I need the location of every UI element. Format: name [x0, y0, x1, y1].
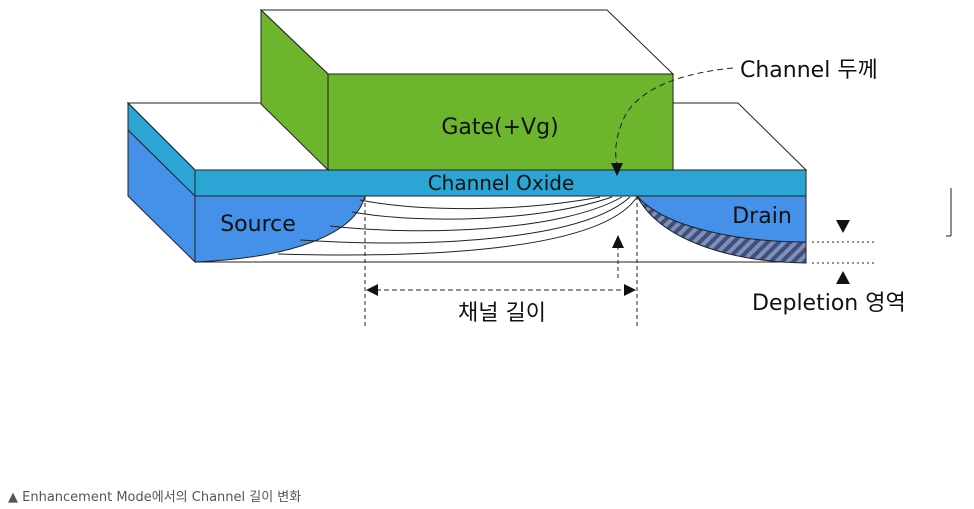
channel-thickness-label: Channel 두께	[740, 58, 878, 83]
field-arc	[359, 196, 601, 210]
mosfet-channel-diagram: Gate(+Vg) Channel Oxide Source Drain Cha…	[126, 8, 952, 326]
depletion-top-arrowhead	[836, 220, 850, 233]
field-arc	[351, 196, 613, 220]
drain-label: Drain	[732, 204, 792, 229]
source-region	[194, 195, 366, 263]
gate-label: Gate(+Vg)	[441, 115, 558, 140]
channel-length-left-arrowhead	[366, 284, 378, 296]
dimension-guides	[364, 67, 952, 326]
channel-length-label: 채널 길이	[458, 301, 546, 326]
drain-region	[635, 195, 807, 243]
figure-caption: ▲ Enhancement Mode에서의 Channel 길이 변화	[8, 486, 301, 505]
channel-depth-arrowhead	[612, 235, 624, 248]
source-label: Source	[220, 212, 296, 237]
channel-length-right-arrowhead	[624, 284, 636, 296]
arrow-heads	[366, 163, 850, 296]
oxide-label: Channel Oxide	[428, 171, 575, 195]
depletion-bottom-arrowhead	[836, 271, 850, 284]
field-arc	[277, 196, 638, 256]
depletion-label: Depletion 영역	[752, 291, 906, 316]
channel-thickness-curve	[615, 67, 734, 166]
channel-field-lines	[277, 196, 638, 256]
gate-block	[259, 8, 675, 172]
field-arc	[299, 196, 631, 244]
oxide-front-face	[194, 169, 807, 197]
gate-top-face	[259, 9, 675, 75]
field-arc	[329, 196, 623, 232]
channel-thickness-arrowhead	[611, 163, 623, 176]
caption-text: Enhancement Mode에서의 Channel 길이 변화	[22, 490, 302, 505]
caption-triangle-icon: ▲	[8, 490, 18, 505]
